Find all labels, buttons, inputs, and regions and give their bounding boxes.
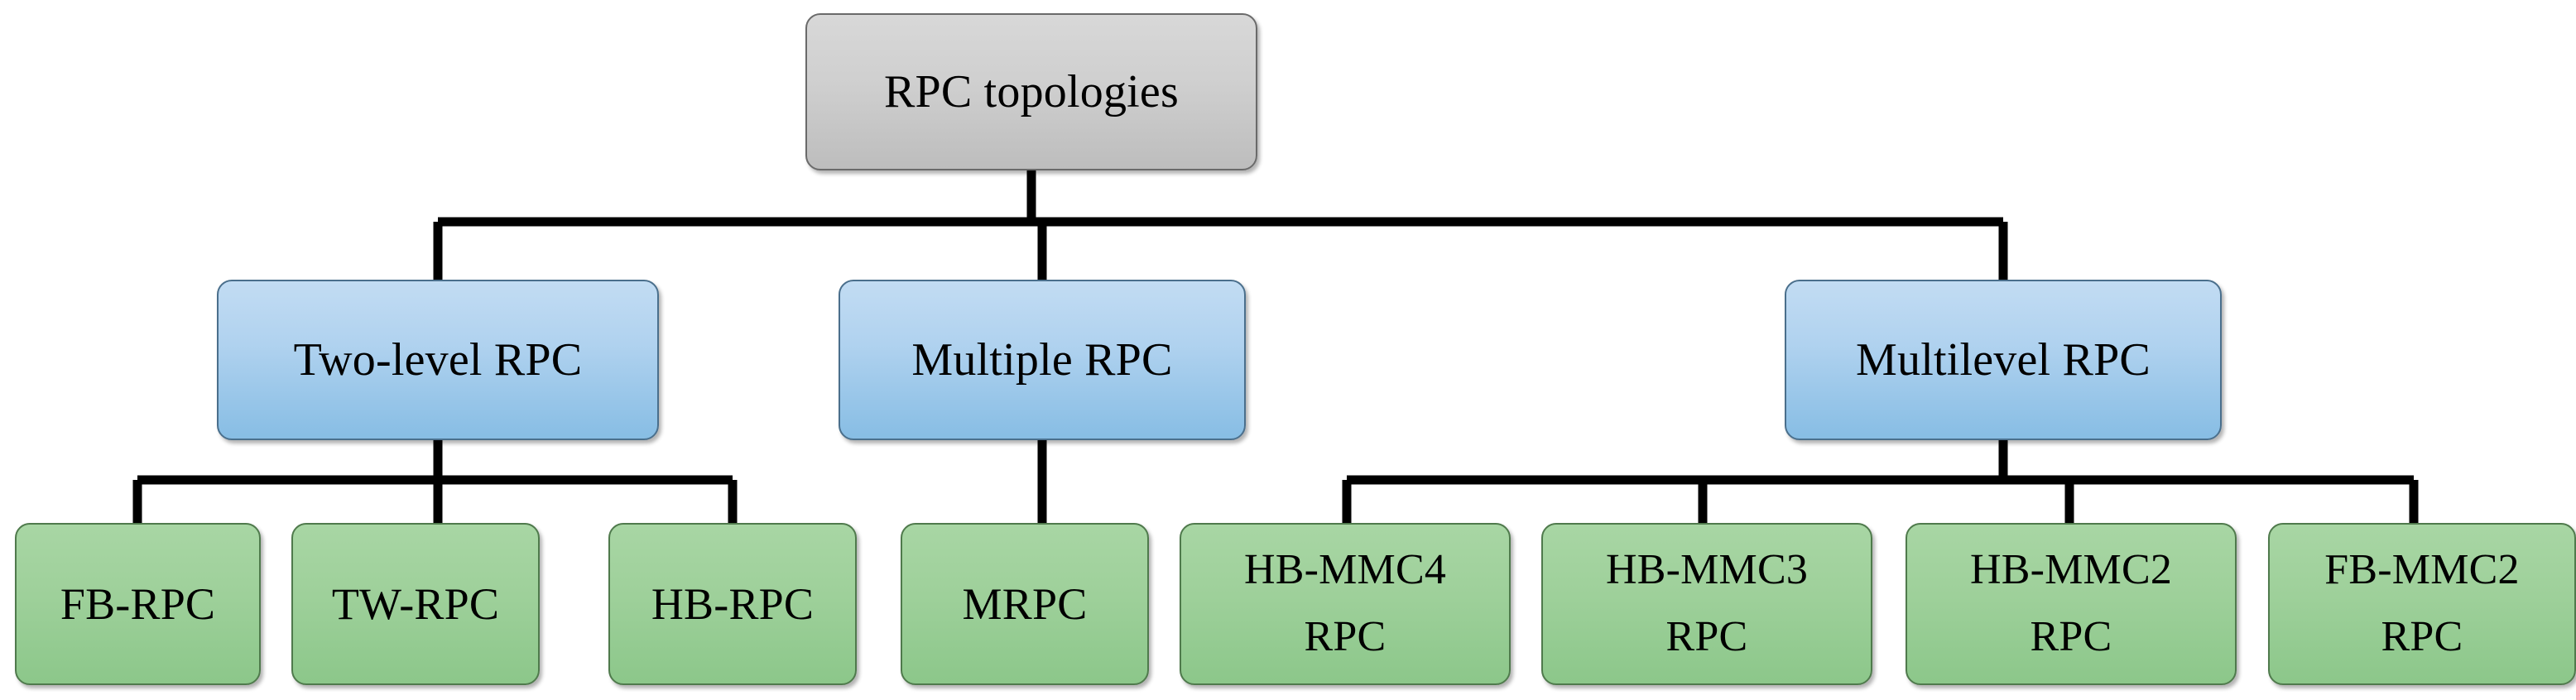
node-label: HB-MMC4 RPC	[1243, 546, 1447, 660]
node-two-level-rpc[interactable]: Two-level RPC	[217, 280, 659, 440]
node-label: FB-MMC2 RPC	[2324, 546, 2520, 660]
node-multilevel-rpc[interactable]: Multilevel RPC	[1785, 280, 2222, 440]
node-label: HB-MMC2 RPC	[1969, 546, 2173, 660]
node-hb-mmc2-rpc[interactable]: HB-MMC2 RPC	[1906, 523, 2237, 685]
node-rpc-topologies[interactable]: RPC topologies	[805, 13, 1257, 170]
node-mrpc[interactable]: MRPC	[901, 523, 1149, 685]
node-fb-mmc2-rpc[interactable]: FB-MMC2 RPC	[2268, 523, 2576, 685]
node-label: HB-MMC3 RPC	[1605, 546, 1809, 660]
node-multiple-rpc[interactable]: Multiple RPC	[839, 280, 1246, 440]
node-label: Multilevel RPC	[1856, 333, 2151, 386]
node-label: MRPC	[962, 578, 1088, 629]
node-label: Two-level RPC	[293, 333, 583, 386]
node-hb-mmc3-rpc[interactable]: HB-MMC3 RPC	[1541, 523, 1872, 685]
node-fb-rpc[interactable]: FB-RPC	[15, 523, 261, 685]
node-label: HB-RPC	[651, 578, 815, 629]
node-label: Multiple RPC	[911, 333, 1173, 386]
node-hb-mmc4-rpc[interactable]: HB-MMC4 RPC	[1180, 523, 1511, 685]
node-label: FB-RPC	[60, 578, 216, 629]
node-label: RPC topologies	[884, 65, 1179, 117]
node-hb-rpc[interactable]: HB-RPC	[608, 523, 857, 685]
node-tw-rpc[interactable]: TW-RPC	[291, 523, 540, 685]
node-label: TW-RPC	[331, 578, 500, 629]
